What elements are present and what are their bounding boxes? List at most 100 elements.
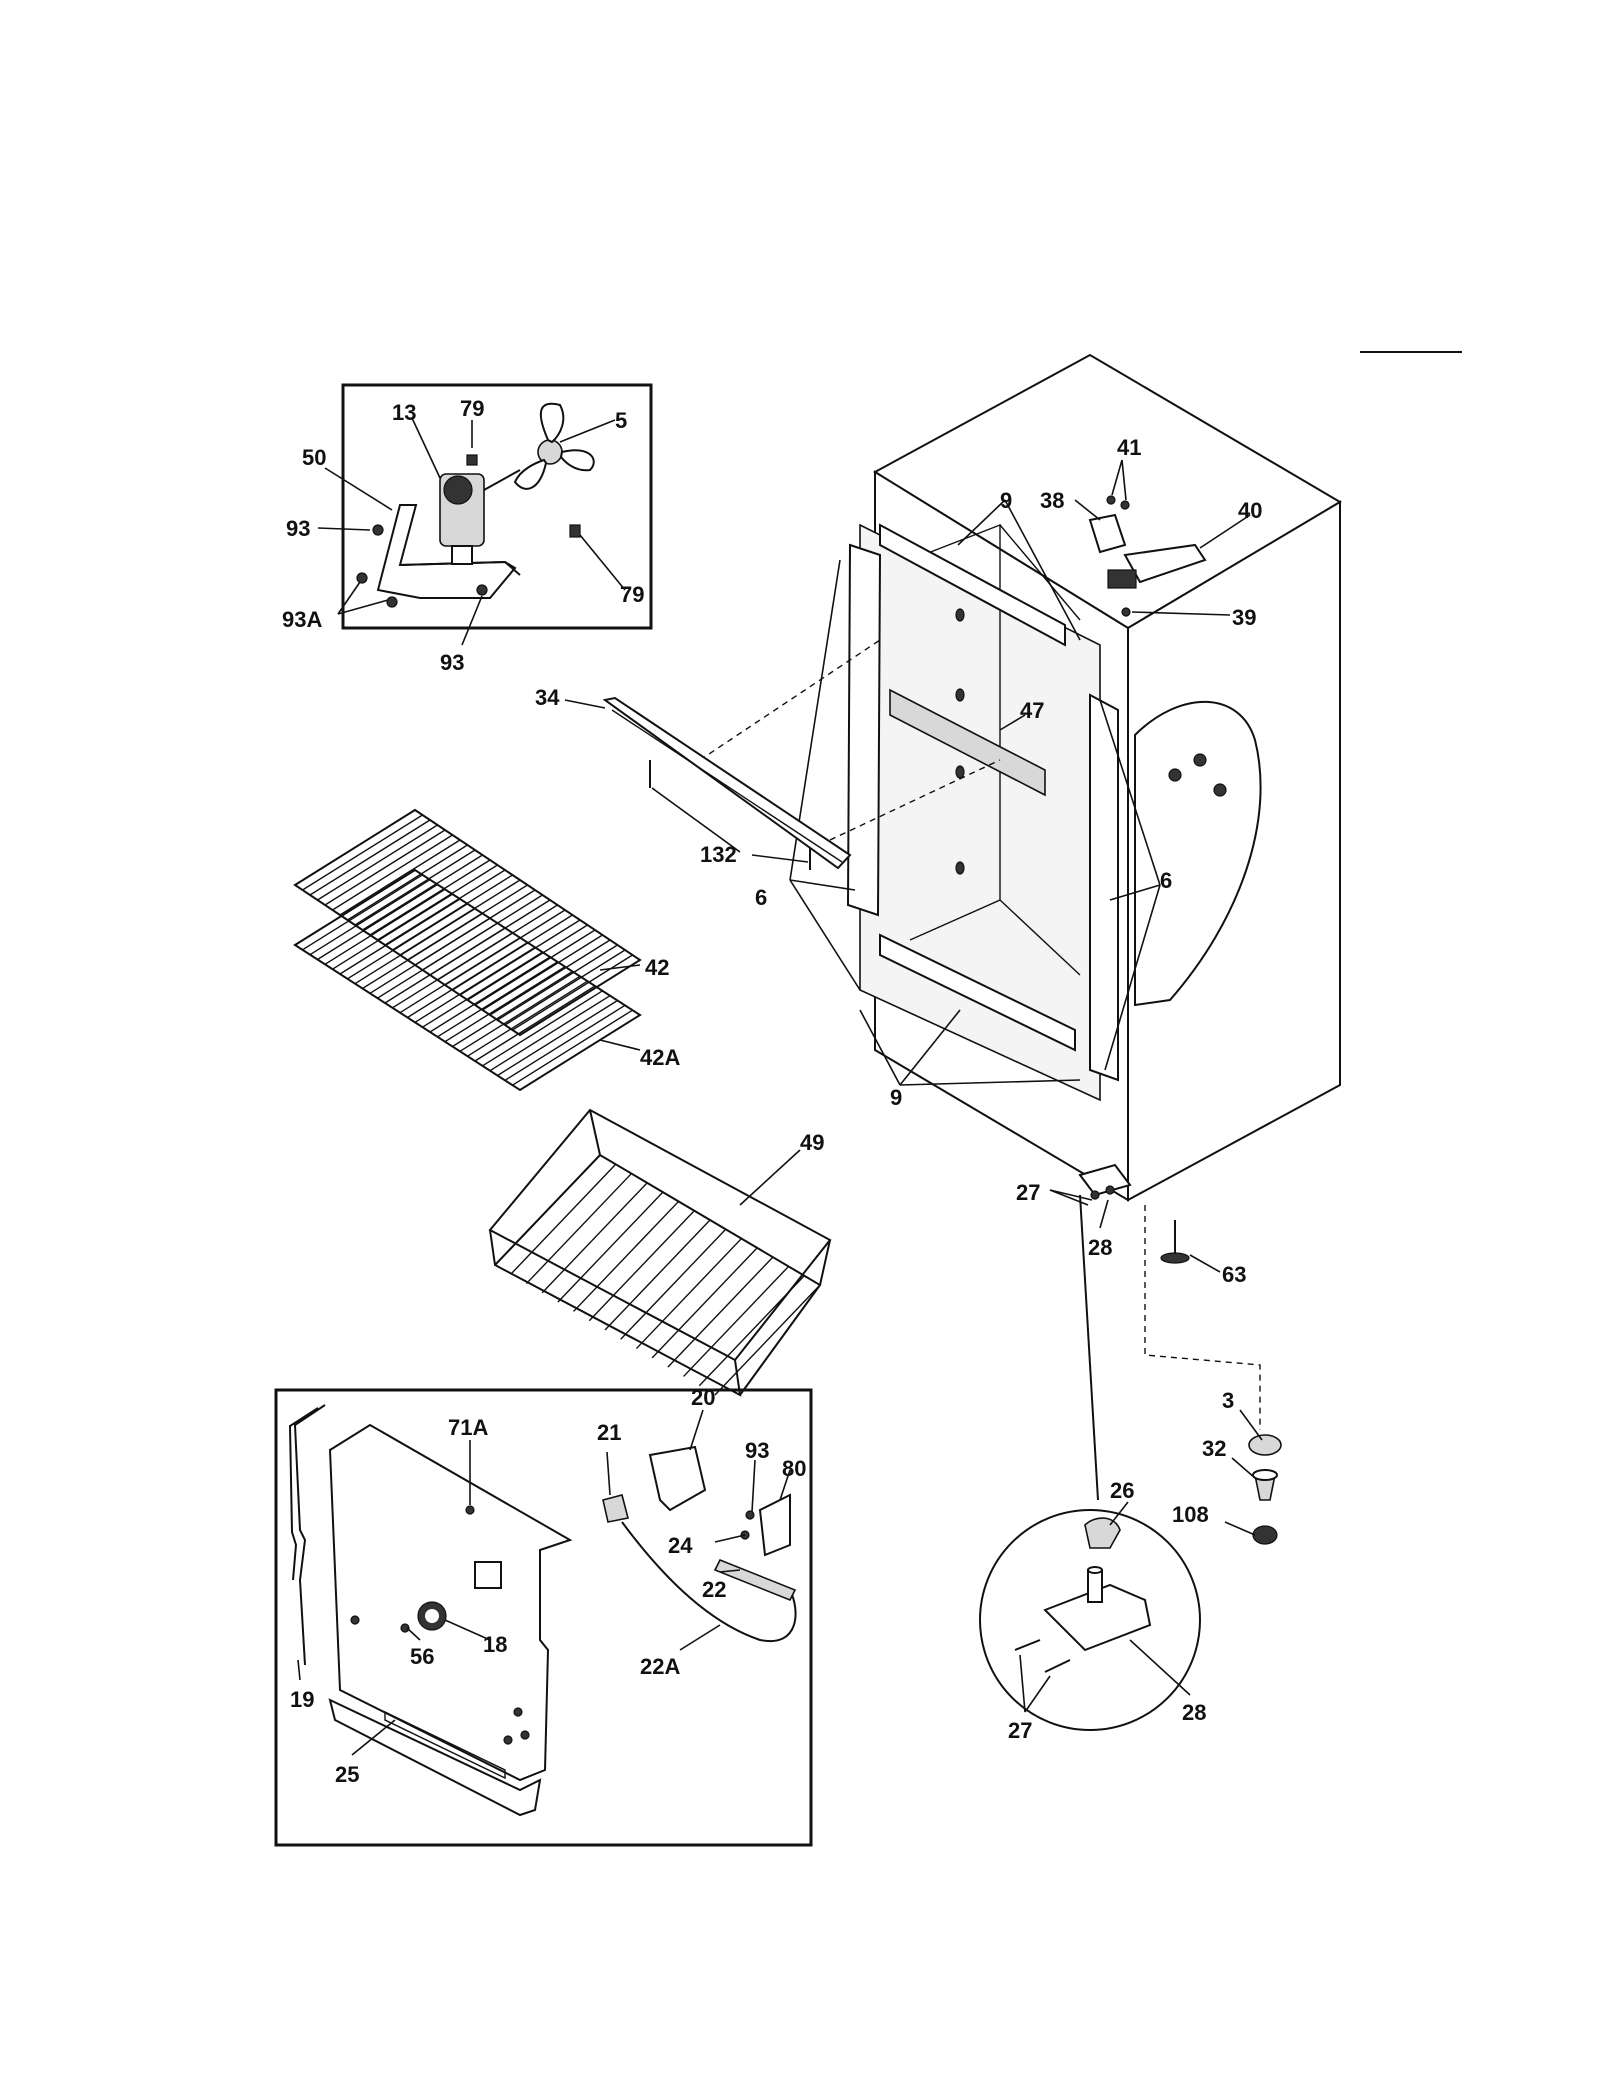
wire-rod: [407, 941, 528, 1019]
wire-rod: [698, 1275, 805, 1387]
label-19: 19: [290, 1687, 314, 1712]
label-9: 9: [890, 1085, 902, 1110]
basket-49: [488, 1108, 832, 1397]
shelf-rail-47: [889, 688, 1046, 797]
label-28: 28: [1088, 1235, 1112, 1260]
wire-rod: [474, 985, 596, 1062]
screw-79-bottom: [569, 524, 581, 538]
wire-rod: [635, 1238, 742, 1350]
label-93A: 93A: [282, 607, 322, 632]
wire-rod: [414, 946, 536, 1023]
label-9: 9: [1000, 488, 1012, 513]
wire-rod: [714, 1284, 821, 1396]
fan-motor-inset-frame: [341, 383, 653, 630]
wire-rod: [512, 1009, 633, 1086]
wire-rod: [519, 1014, 641, 1091]
label-93: 93: [440, 650, 464, 675]
wire-rod: [474, 929, 596, 1006]
wire-rod: [339, 839, 461, 916]
label-79: 79: [460, 396, 484, 421]
wire-rod: [429, 956, 551, 1033]
bracket-80: [758, 1493, 791, 1557]
label-93: 93: [286, 516, 310, 541]
label-80: 80: [782, 1456, 806, 1481]
heater-22: [713, 1558, 797, 1602]
wire-rod: [294, 809, 416, 886]
wire-rod: [369, 859, 491, 936]
label-49: 49: [800, 1130, 824, 1155]
cap-3: [1248, 1434, 1282, 1456]
wire-rod: [604, 1219, 711, 1331]
label-20: 20: [691, 1385, 715, 1410]
wire-rod: [541, 1182, 648, 1294]
wire-rod: [683, 1265, 790, 1377]
label-41: 41: [1117, 435, 1141, 460]
label-21: 21: [597, 1420, 621, 1445]
breaker-strip-bottom: [879, 933, 1076, 1052]
screw-79-top: [466, 454, 478, 466]
wire-rod: [489, 995, 611, 1072]
breaker-strip-top: [879, 523, 1066, 647]
wire-rod: [324, 888, 446, 965]
wire-rod: [384, 927, 506, 1004]
label-28: 28: [1182, 1700, 1206, 1725]
label-13: 13: [392, 400, 416, 425]
label-42A: 42A: [640, 1045, 680, 1070]
wire-rod: [519, 959, 641, 1036]
drain-tube-19: [293, 1404, 326, 1666]
wire-rod: [467, 924, 588, 1001]
wire-rod: [482, 934, 603, 1011]
label-6: 6: [755, 885, 767, 910]
wire-rod: [294, 869, 416, 946]
wire-rod: [504, 1004, 626, 1081]
fan-blade: [513, 402, 595, 490]
label-22A: 22A: [640, 1654, 680, 1679]
wire-rod: [489, 939, 611, 1016]
label-22: 22: [702, 1577, 726, 1602]
wire-rod: [324, 829, 446, 906]
wire-rod: [377, 864, 498, 941]
door-seal-left: [846, 543, 882, 917]
wire-rod: [452, 970, 573, 1048]
label-63: 63: [1222, 1262, 1246, 1287]
freezer-cabinet: [699, 353, 1342, 1430]
lower-hinge-small: [1049, 1163, 1132, 1501]
wire-rod: [588, 1210, 695, 1322]
wire-rod: [573, 1200, 680, 1312]
door-seal-right: [1089, 693, 1119, 1082]
label-18: 18: [483, 1632, 507, 1657]
wire-rod: [354, 849, 476, 926]
wire-rod: [369, 917, 491, 994]
wire-rod: [302, 874, 423, 951]
wire-rod: [512, 954, 633, 1031]
wire-rod: [392, 932, 513, 1009]
shelf-support-34: [564, 696, 852, 870]
label-38: 38: [1040, 488, 1064, 513]
back-panel-inset: [274, 1388, 813, 1847]
condenser-disc: [1134, 700, 1262, 1007]
wire-rod: [347, 903, 468, 980]
wire-rod: [347, 844, 468, 921]
wire-rod: [332, 893, 453, 970]
label-6: 6: [1160, 868, 1172, 893]
wire-rod: [667, 1256, 774, 1368]
wire-rod: [362, 854, 483, 931]
wire-rod: [309, 819, 431, 896]
wire-rod: [510, 1163, 617, 1275]
label-27: 27: [1016, 1180, 1040, 1205]
wire-rod: [497, 944, 618, 1021]
wire-rod: [525, 1173, 632, 1285]
label-47: 47: [1020, 698, 1044, 723]
wire-rod: [339, 898, 461, 975]
label-93: 93: [745, 1438, 769, 1463]
label-42: 42: [645, 955, 669, 980]
thermostat-cover-20: [648, 1445, 707, 1512]
light-switch-38: [1088, 513, 1127, 554]
label-24: 24: [668, 1533, 693, 1558]
wire-rod: [384, 869, 506, 946]
wire-rod: [651, 1247, 758, 1359]
wire-rod: [482, 990, 603, 1067]
wire-rod: [620, 1228, 727, 1340]
label-32: 32: [1202, 1436, 1226, 1461]
